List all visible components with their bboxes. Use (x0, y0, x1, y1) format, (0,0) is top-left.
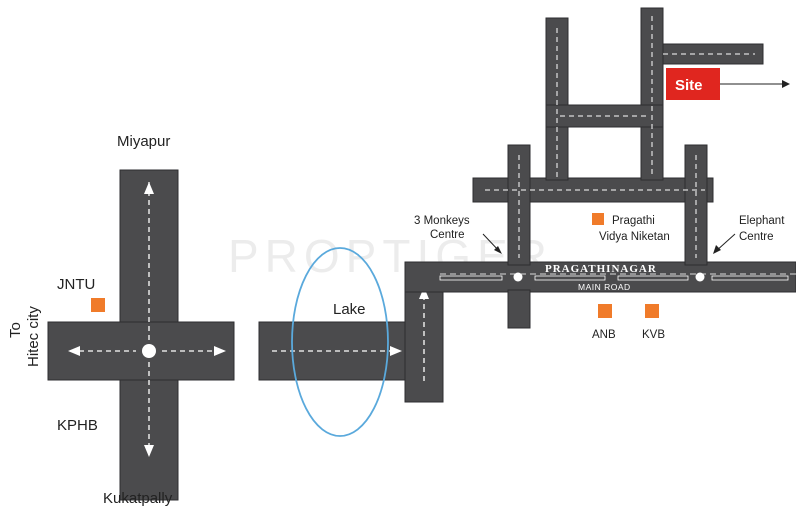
label-kphb: KPHB (57, 417, 98, 434)
svg-text:Hitec city: Hitec city (25, 306, 42, 367)
landmark-marker-anb (598, 304, 612, 318)
lake-outline (291, 247, 389, 437)
label-anb: ANB (592, 329, 616, 341)
label-elephant-centre: Elephant Centre (739, 215, 788, 243)
label-jntu: JNTU (57, 276, 95, 293)
label-pragathi-vidya-niketan: Pragathi Vidya Niketan (599, 215, 670, 243)
landmark-marker-pragathi (592, 213, 604, 225)
road-label-main-road: MAIN ROAD (578, 282, 631, 292)
landmark-marker-jntu (91, 298, 105, 312)
road-label-pragathinagar: PRAGATHINAGAR (545, 263, 657, 275)
label-site: Site (675, 77, 703, 94)
svg-text:To: To (7, 322, 24, 338)
label-to-hitec-city: To Hitec city (7, 306, 42, 367)
pragathinagar-main-road (404, 261, 796, 293)
label-kukatpally: Kukatpally (103, 490, 173, 507)
site-marker (666, 68, 720, 100)
label-lake: Lake (333, 301, 366, 318)
label-3-monkeys-centre: 3 Monkeys Centre (414, 215, 473, 241)
crossroad-junction (47, 169, 235, 501)
label-miyapur: Miyapur (117, 133, 170, 150)
site-pointer-arrow (782, 80, 790, 88)
landmark-marker-kvb (645, 304, 659, 318)
locality-roads (472, 7, 764, 329)
label-kvb: KVB (642, 329, 665, 341)
